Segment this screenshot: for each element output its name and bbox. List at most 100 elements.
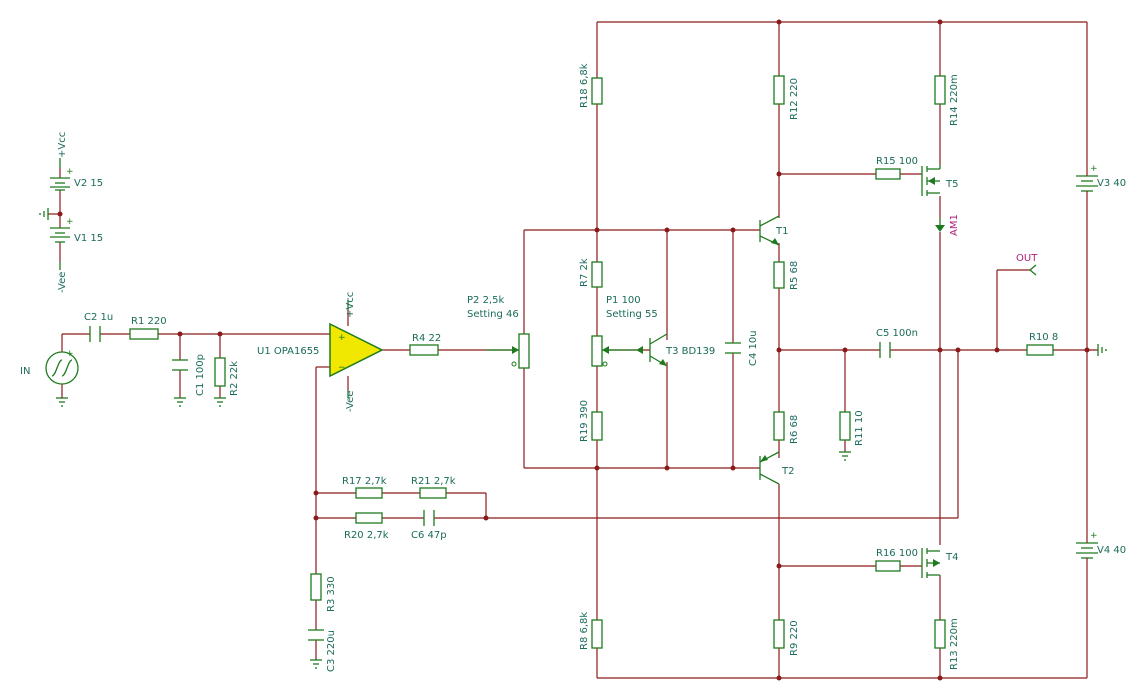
label-in: IN	[20, 366, 30, 377]
r2-resistor	[214, 357, 226, 387]
v4-battery: +	[1076, 531, 1098, 563]
ground-icon	[56, 384, 68, 407]
svg-text:+: +	[66, 167, 74, 177]
ground-icon	[174, 397, 186, 407]
label-u1-vee: -Vee	[345, 391, 356, 412]
r9-resistor	[773, 619, 785, 649]
out-probe-icon	[1029, 264, 1037, 276]
label-r3: R3 330	[326, 576, 337, 612]
v3-battery: +	[1076, 164, 1098, 196]
label-out: OUT	[1016, 253, 1038, 264]
junction-dots	[57, 19, 1090, 681]
r21-resistor	[419, 487, 447, 499]
r5-resistor	[773, 261, 785, 289]
label-r14: R14 220m	[949, 74, 960, 126]
label-r12: R12 220	[789, 78, 800, 120]
t3-transistor	[636, 333, 668, 367]
label-r4: R4 22	[412, 333, 441, 344]
r12-resistor	[773, 75, 785, 105]
label-v1: V1 15	[74, 233, 103, 244]
t2-transistor	[759, 451, 780, 485]
label-r9: R9 220	[789, 620, 800, 656]
label-r11: R11 10	[854, 410, 865, 446]
r15-resistor	[875, 168, 901, 180]
grounds	[39, 208, 1107, 669]
label-r2: R2 22k	[229, 361, 240, 396]
svg-text:+: +	[1090, 164, 1098, 174]
label-r10: R10 8	[1029, 332, 1058, 343]
label-c5: C5 100n	[876, 328, 918, 339]
label-am1: AM1	[949, 214, 960, 236]
svg-text:+: +	[338, 333, 346, 343]
label-p2-setting: Setting 46	[467, 309, 519, 320]
label-p2: P2 2,5k	[467, 295, 504, 306]
label-r6: R6 68	[789, 415, 800, 444]
r7-resistor	[591, 261, 603, 288]
capacitors	[89, 326, 891, 641]
p1-potentiometer	[591, 335, 603, 367]
batteries: + + + +	[50, 164, 1098, 563]
svg-text:−: −	[338, 363, 346, 373]
t5-mosfet	[921, 165, 941, 196]
signal-source-icon: +	[45, 349, 79, 385]
label-u1: U1 OPA1655	[257, 346, 319, 357]
label-r5: R5 68	[789, 261, 800, 290]
r17-resistor	[355, 487, 383, 499]
v2-battery: +	[50, 167, 74, 191]
label-r13: R13 220m	[949, 618, 960, 670]
label-t5: T5	[945, 179, 958, 190]
label-vcc-top: +Vcc	[57, 132, 68, 158]
ground-icon	[1097, 344, 1107, 356]
r13-resistor	[934, 619, 946, 649]
label-r21: R21 2,7k	[411, 476, 456, 487]
label-t3: T3 BD139	[665, 346, 715, 357]
label-t1: T1	[775, 226, 788, 237]
label-p1: P1 100	[606, 295, 641, 306]
label-v4: V4 40	[1097, 545, 1126, 556]
transistors	[636, 165, 941, 578]
r8-resistor	[591, 619, 603, 649]
label-v3: V3 40	[1097, 178, 1126, 189]
t1-transistor	[759, 215, 780, 246]
r1-resistor	[129, 328, 159, 340]
svg-text:+: +	[66, 349, 74, 359]
label-c3: C3 220u	[326, 630, 337, 672]
label-r18: R18 6,8k	[579, 63, 590, 108]
ground-icon	[214, 397, 226, 407]
label-c4: C4 10u	[748, 330, 759, 366]
label-p1-setting: Setting 55	[606, 309, 658, 320]
label-vee-bottom: -Vee	[57, 272, 68, 293]
label-t4: T4	[945, 552, 958, 563]
label-r19: R19 390	[579, 400, 590, 442]
label-r7: R7 2k	[579, 258, 590, 287]
ground-icon	[310, 659, 322, 669]
component-labels: V2 15 V1 15 +Vcc -Vee IN C2 1u R1 220 C1…	[20, 63, 1126, 672]
r20-resistor	[355, 512, 383, 524]
supply-terminals	[59, 158, 349, 398]
r3-resistor	[310, 573, 322, 601]
am1-ammeter-icon	[935, 218, 945, 232]
r4-resistor	[409, 344, 439, 356]
label-r17: R17 2,7k	[342, 476, 387, 487]
v1-battery: +	[50, 217, 74, 243]
r16-resistor	[875, 560, 901, 572]
t4-mosfet	[921, 548, 940, 578]
ground-icon	[839, 451, 851, 461]
label-u1-vcc: +Vcc	[345, 292, 356, 318]
label-c6: C6 47p	[411, 530, 447, 541]
r6-resistor	[773, 411, 785, 441]
label-c2: C2 1u	[84, 312, 113, 323]
p2-potentiometer	[518, 333, 530, 369]
label-v2: V2 15	[74, 178, 103, 189]
wires	[48, 21, 1098, 679]
label-r1: R1 220	[131, 316, 167, 327]
r19-resistor	[591, 411, 603, 441]
r10-resistor	[1026, 344, 1054, 356]
ground-icon	[39, 208, 49, 220]
svg-text:+: +	[1090, 531, 1098, 541]
r11-resistor	[839, 411, 851, 441]
label-r15: R15 100	[876, 156, 918, 167]
label-r8: R8 6,8k	[579, 612, 590, 650]
